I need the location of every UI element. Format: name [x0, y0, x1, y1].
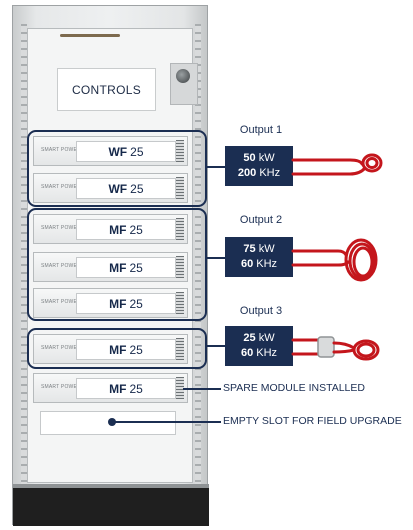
cabinet-left-rail — [21, 24, 27, 486]
module-brand: SMART POWER — [41, 384, 81, 390]
module-type: WF — [108, 144, 128, 159]
module-vent — [176, 338, 184, 360]
top-cable — [60, 34, 120, 37]
module-vent — [176, 292, 184, 314]
module-brand: SMART POWER — [41, 225, 81, 231]
empty-slot-label: EMPTY SLOT FOR FIELD UPGRADE — [223, 415, 402, 427]
rotary-switch-icon — [176, 69, 190, 83]
output-3-box: 25 kW 60 KHz — [225, 326, 293, 366]
output-2-group-bracket — [27, 208, 207, 321]
cabinet-base-strip — [13, 484, 209, 489]
module-vent — [176, 140, 184, 162]
module-brand: SMART POWER — [41, 263, 81, 269]
module-vent — [176, 256, 184, 278]
module-vent — [176, 218, 184, 240]
module-value: 25 — [130, 181, 144, 196]
switch-plate — [170, 63, 198, 105]
output-2-box: 75 kW 60 KHz — [225, 237, 293, 277]
module-brand: SMART POWER — [41, 184, 81, 190]
output-3-group-bracket — [27, 328, 207, 369]
module-brand: SMART POWER — [41, 345, 81, 351]
output-2-title: Output 2 — [239, 214, 283, 226]
output-3-freq-unit: KHz — [256, 347, 278, 359]
module-brand: SMART POWER — [41, 147, 81, 153]
module-type: WF — [108, 181, 128, 196]
module-vent — [176, 177, 184, 199]
controls-panel: CONTROLS — [57, 68, 156, 111]
output-2-freq-value: 60 — [240, 258, 254, 270]
coil-3-icon — [291, 336, 380, 361]
output-3-power-unit: kW — [258, 332, 275, 344]
output-1-connector — [207, 166, 225, 168]
coil-2-icon — [291, 238, 378, 282]
output-1-freq-value: 200 — [237, 167, 257, 179]
module-value: 25 — [129, 296, 143, 311]
output-1-frequency: 200 KHz — [238, 166, 280, 181]
module-value: 25 — [129, 222, 143, 237]
output-3-power-value: 25 — [243, 332, 256, 344]
controls-label: CONTROLS — [71, 82, 142, 97]
cabinet-base — [13, 488, 209, 526]
output-1-title: Output 1 — [239, 124, 283, 136]
module-value: 25 — [129, 381, 143, 396]
module-vent — [176, 377, 184, 399]
module-type: MF — [109, 260, 127, 275]
module-type: MF — [109, 342, 127, 357]
output-2-frequency: 60 KHz — [241, 257, 277, 272]
spare-callout-line — [183, 388, 221, 390]
module-type: MF — [109, 381, 127, 396]
output-3-frequency: 60 KHz — [241, 346, 277, 361]
module-type: MF — [109, 222, 127, 237]
output-1-power-unit: kW — [258, 152, 275, 164]
module-type: MF — [109, 296, 127, 311]
module-value: 25 — [129, 342, 143, 357]
output-2-power: 75 kW — [243, 242, 274, 257]
module-brand: SMART POWER — [41, 299, 81, 305]
output-1-power: 50 kW — [243, 151, 274, 166]
output-3-power: 25 kW — [243, 331, 274, 346]
output-2-power-value: 75 — [243, 243, 256, 255]
output-3-title: Output 3 — [239, 305, 283, 317]
output-1-power-value: 50 — [243, 152, 256, 164]
output-3-freq-value: 60 — [240, 347, 254, 359]
coil-1-icon — [291, 153, 383, 176]
output-2-freq-unit: KHz — [256, 258, 278, 270]
spare-module-label: SPARE MODULE INSTALLED — [223, 382, 365, 394]
output-1-box: 50 kW 200 KHz — [225, 146, 293, 186]
module-value: 25 — [129, 260, 143, 275]
output-3-connector — [207, 345, 225, 347]
output-1-group-bracket — [27, 130, 207, 207]
cabinet-right-rail — [195, 24, 201, 486]
output-1-freq-unit: KHz — [259, 167, 281, 179]
empty-slot-callout-line — [112, 421, 221, 423]
output-2-connector — [207, 257, 225, 259]
output-2-power-unit: kW — [258, 243, 275, 255]
module-value: 25 — [130, 144, 144, 159]
